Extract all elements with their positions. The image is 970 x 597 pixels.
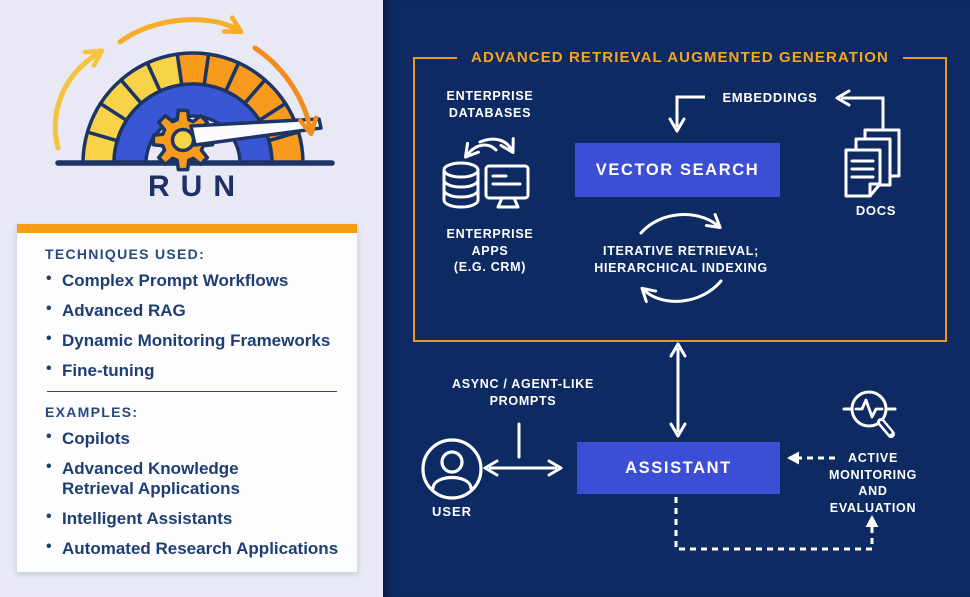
- list-item: Dynamic Monitoring Frameworks: [45, 330, 343, 351]
- run-label: RUN: [148, 170, 246, 203]
- enterprise-databases-label: ENTERPRISE DATABASES: [446, 89, 534, 120]
- techniques-list: Complex Prompt Workflows Advanced RAG Dy…: [45, 270, 343, 381]
- curved-arrow-top: [117, 15, 244, 45]
- list-item: Advanced Knowledge Retrieval Application…: [45, 458, 343, 499]
- embeddings-label: EMBEDDINGS: [722, 90, 818, 105]
- techniques-card: TECHNIQUES USED: Complex Prompt Workflow…: [17, 224, 357, 572]
- list-item: Advanced RAG: [45, 300, 343, 321]
- card-divider: [47, 391, 337, 393]
- cycle-arrows-icon: [639, 213, 723, 304]
- embeddings-to-vector-arrow: [668, 95, 705, 133]
- user-icon: [421, 438, 483, 500]
- list-item: Copilots: [45, 428, 343, 449]
- docs-stack-icon: [844, 128, 901, 198]
- magnifier-pulse-icon: [842, 390, 897, 438]
- monitoring-label: ACTIVE MONITORING AND EVALUATION: [828, 451, 918, 515]
- techniques-heading: TECHNIQUES USED:: [45, 246, 206, 262]
- docs-label: DOCS: [855, 203, 897, 218]
- assistant-node: ASSISTANT: [577, 442, 780, 494]
- user-label: USER: [431, 504, 473, 519]
- list-item: Automated Research Applications: [45, 538, 343, 559]
- list-item: Intelligent Assistants: [45, 508, 343, 529]
- assistant-feedback-dashed-arrow: [674, 497, 879, 551]
- gauge-run-icon: [52, 15, 335, 172]
- curved-arrow-left: [52, 48, 105, 151]
- diagram-connectors: [483, 89, 885, 551]
- iterative-retrieval-label: ITERATIVE RETRIEVAL; HIERARCHICAL INDEXI…: [594, 244, 768, 275]
- enterprise-apps-label: ENTERPRISE APPS (E.G. CRM): [446, 227, 534, 274]
- examples-list: Copilots Advanced Knowledge Retrieval Ap…: [45, 428, 343, 559]
- list-item: Complex Prompt Workflows: [45, 270, 343, 291]
- rag-box-title: ADVANCED RETRIEVAL AUGMENTED GENERATION: [457, 49, 903, 66]
- card-accent-bar: [17, 224, 357, 233]
- examples-heading: EXAMPLES:: [45, 404, 139, 421]
- rag-box: ADVANCED RETRIEVAL AUGMENTED GENERATION: [413, 49, 947, 342]
- docs-to-embeddings-arrow: [835, 89, 885, 133]
- left-panel: RUN TECHNIQUES USED: Complex Prompt Work…: [0, 0, 383, 597]
- curved-arrow-right: [252, 45, 319, 137]
- database-sync-icon: [442, 137, 530, 209]
- vector-search-node: VECTOR SEARCH: [575, 143, 780, 197]
- list-item: Fine-tuning: [45, 360, 343, 381]
- rag-diagram-panel: ADVANCED RETRIEVAL AUGMENTED GENERATION …: [383, 0, 970, 597]
- async-prompts-label: ASYNC / AGENT-LIKE PROMPTS: [451, 377, 595, 408]
